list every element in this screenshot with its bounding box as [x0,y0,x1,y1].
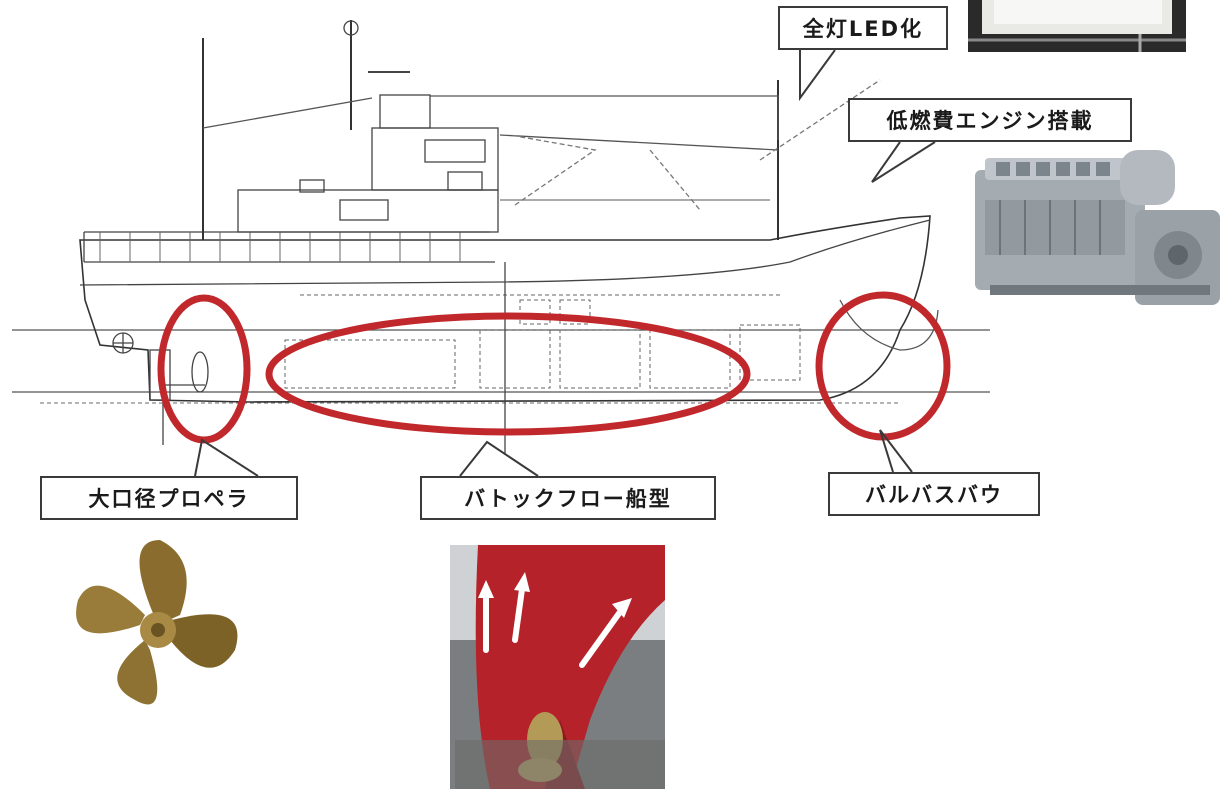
bulbous-bow-callout: バルバスバウ [828,472,1040,516]
highlight-rings [157,291,951,444]
ship-elevation-drawing [12,20,990,455]
propeller-photo [76,540,238,705]
bow-bulb-highlight-ring [815,291,951,441]
callout-pointers [194,49,936,477]
hull-stern-photo [450,545,665,789]
large-propeller-callout: 大口径プロペラ [40,476,298,520]
buttock-flow-highlight-ring [265,312,751,436]
fuel-efficient-engine-callout: 低燃費エンジン搭載 [848,98,1132,142]
engine-photo [975,150,1220,305]
led-lighting-callout: 全灯LED化 [778,6,948,50]
led-lamp-photo [968,0,1186,52]
stern-highlight-ring [157,294,251,444]
buttock-flow-hull-callout: バトックフロー船型 [420,476,716,520]
